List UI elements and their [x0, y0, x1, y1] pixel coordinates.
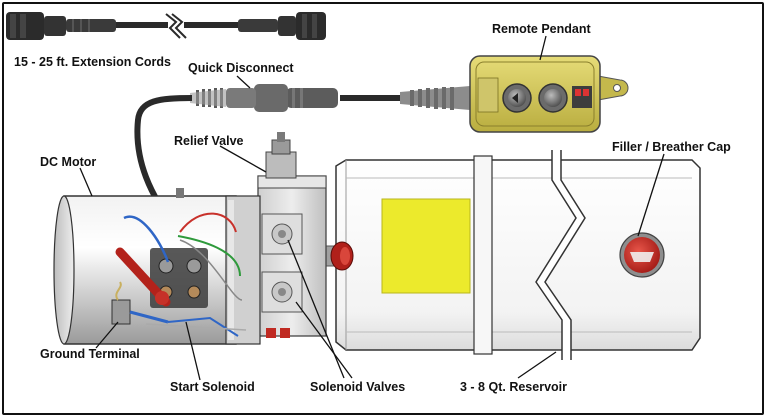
label-remote-pendant: Remote Pendant	[492, 22, 591, 36]
extension-cord	[6, 12, 326, 40]
label-start-solenoid: Start Solenoid	[170, 380, 255, 394]
ground-terminal	[111, 299, 131, 325]
warning-label	[381, 198, 471, 294]
diagram-border	[2, 2, 764, 415]
dc-motor	[53, 188, 261, 345]
label-filler-breather-cap: Filler / Breather Cap	[612, 140, 731, 154]
filler-cap	[619, 232, 665, 278]
label-solenoid-valves: Solenoid Valves	[310, 380, 406, 394]
label-quick-disconnect: Quick Disconnect	[188, 61, 294, 75]
label-relief-valve: Relief Valve	[174, 134, 244, 148]
leader-lines	[79, 35, 665, 381]
remote-pendant	[469, 55, 629, 133]
reservoir	[335, 150, 701, 360]
label-extension-cords: 15 - 25 ft. Extension Cords	[14, 55, 171, 69]
pendant-cable	[134, 84, 470, 234]
label-reservoir: 3 - 8 Qt. Reservoir	[460, 380, 567, 394]
label-dc-motor: DC Motor	[40, 155, 97, 169]
label-ground-terminal: Ground Terminal	[40, 347, 140, 361]
